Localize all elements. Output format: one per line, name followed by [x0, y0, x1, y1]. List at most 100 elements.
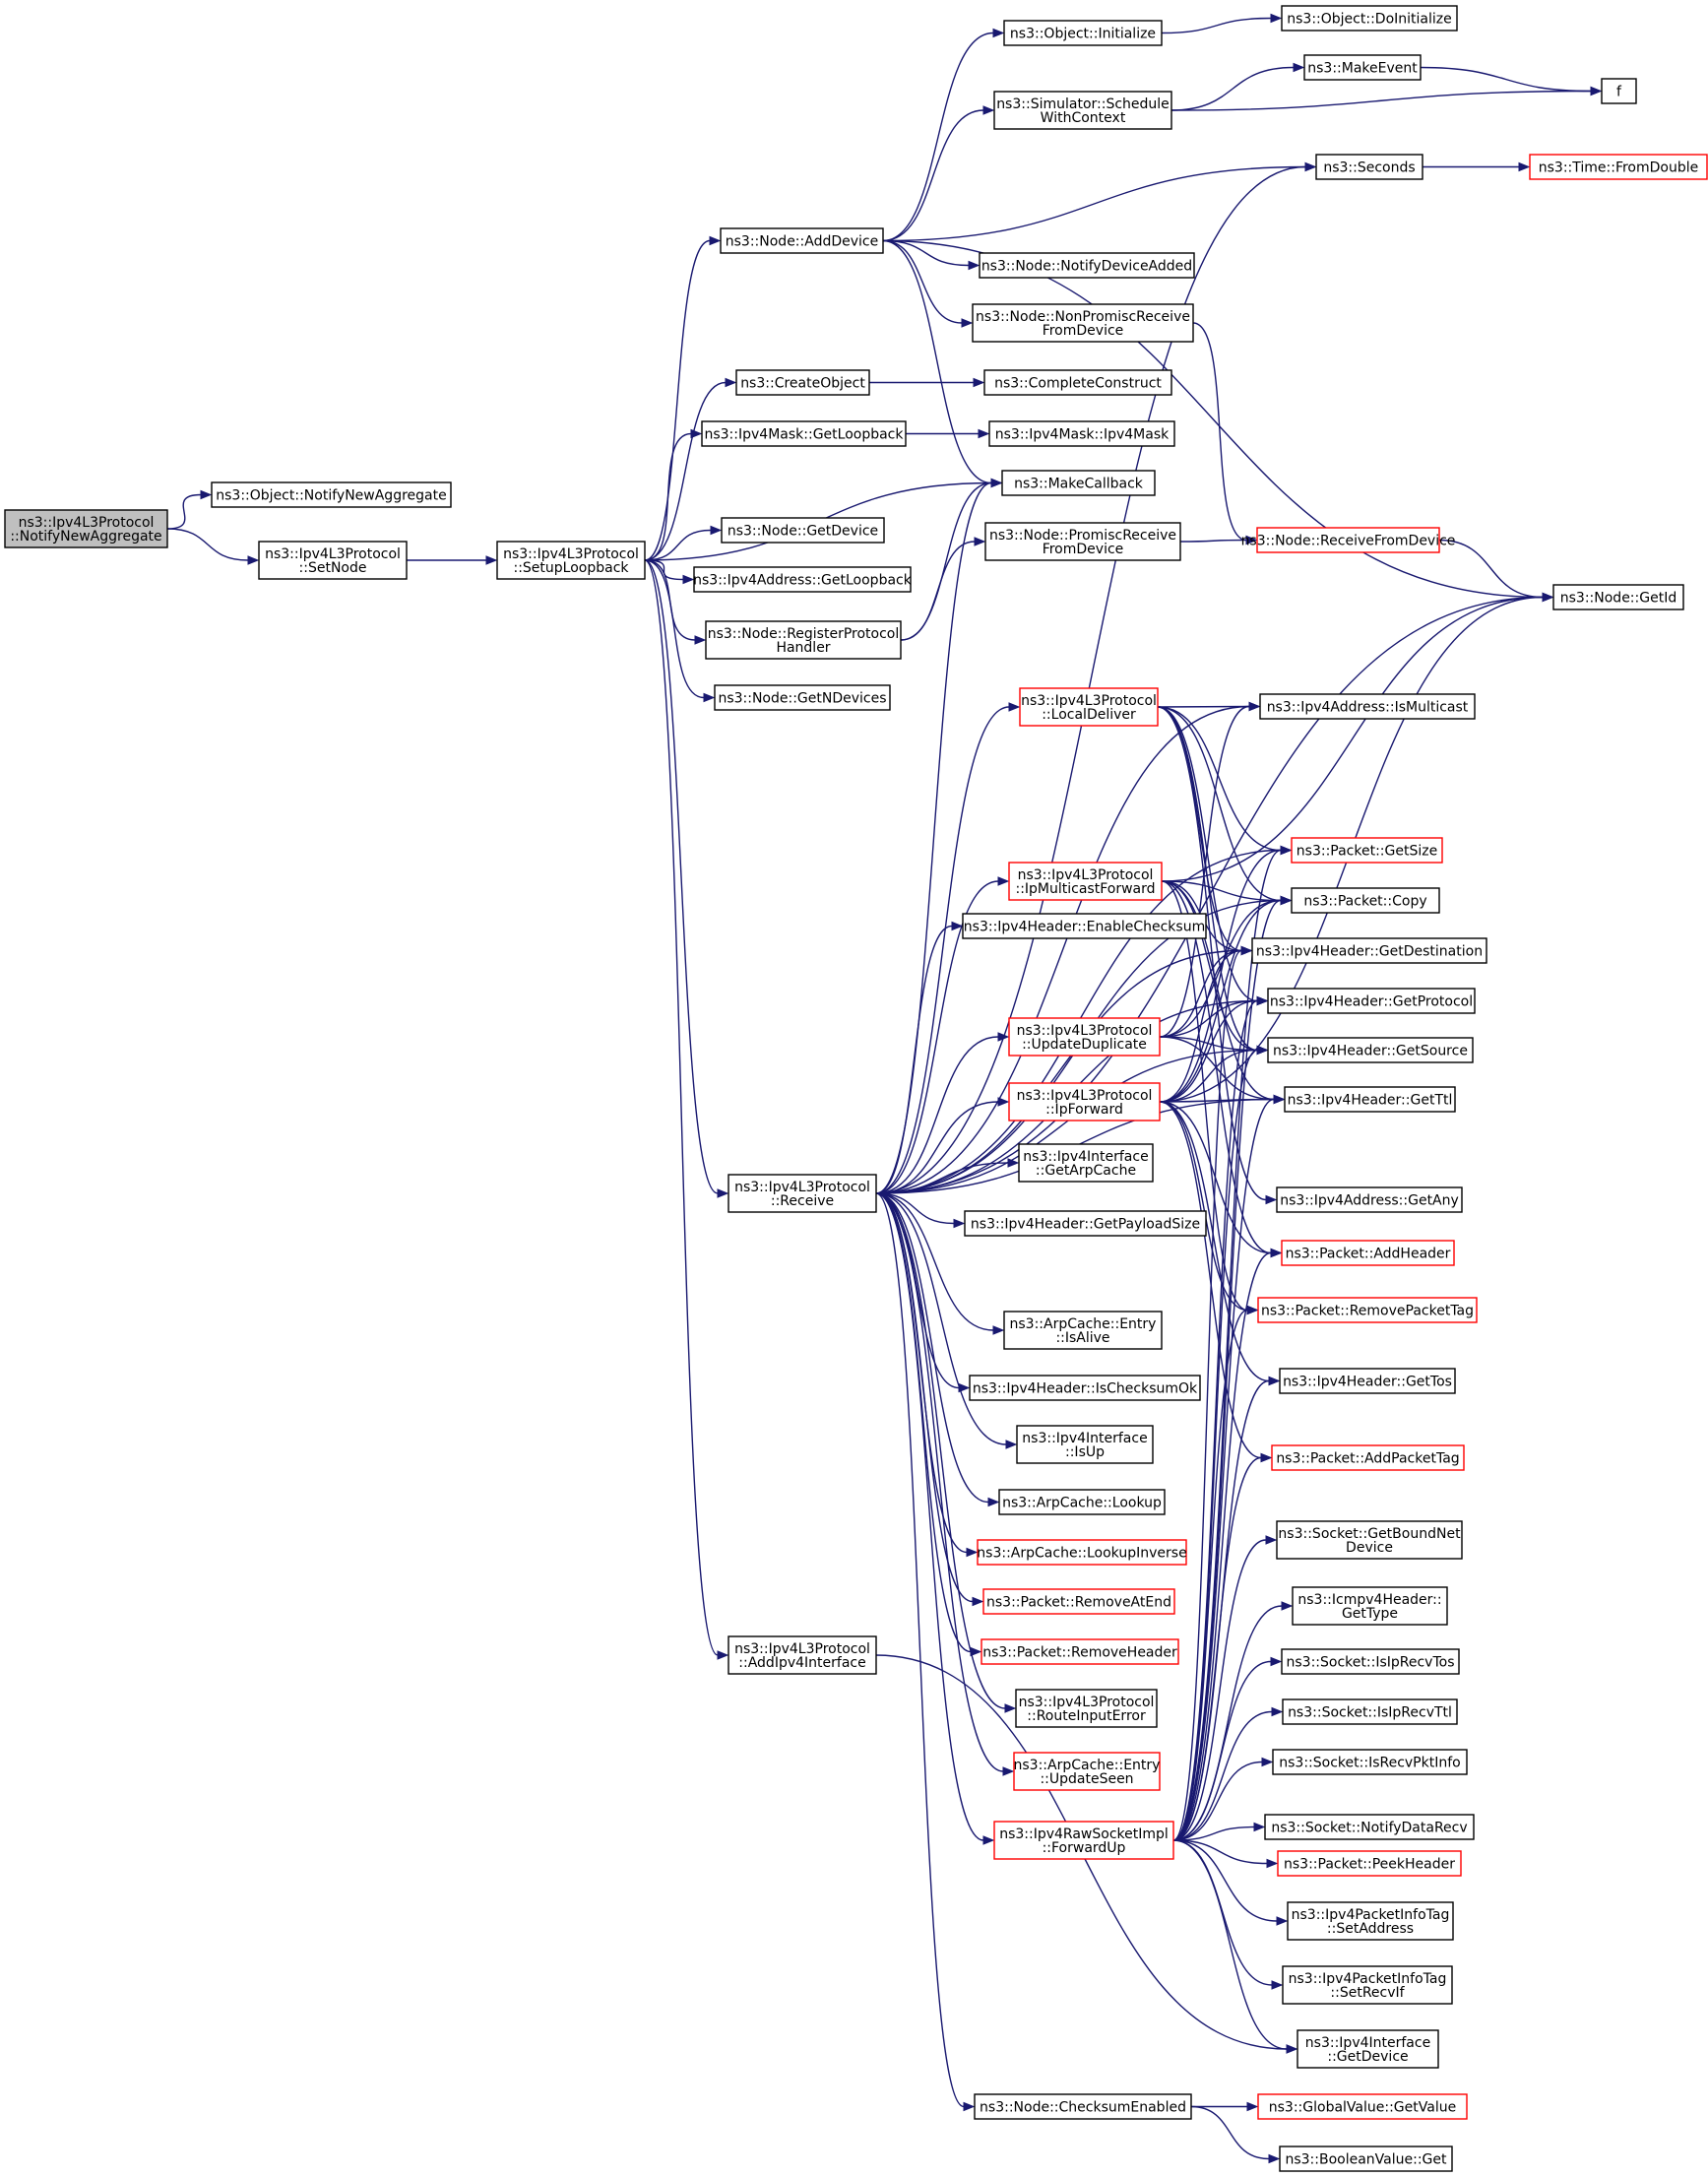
arrow-head-icon [951, 921, 964, 931]
edge-line [1420, 66, 1592, 93]
node-label: ns3::Object::DoInitialize [1287, 12, 1451, 28]
node-makeevent[interactable]: ns3::MakeEvent [1303, 54, 1422, 81]
node-box [1015, 1689, 1158, 1728]
node-bv_get[interactable]: ns3::BooleanValue::Get [1279, 2146, 1453, 2172]
node-rmpkttag[interactable]: ns3::Packet::RemovePacketTag [1257, 1297, 1478, 1323]
node-isiprecvttl[interactable]: ns3::Socket::IsIpRecvTtl [1282, 1698, 1458, 1725]
node-ischecksumok[interactable]: ns3::Ipv4Header::IsChecksumOk [969, 1375, 1201, 1401]
edge-forwardup-to-pit_setaddr [1172, 1839, 1289, 1926]
node-setnode[interactable]: ns3::Ipv4L3Protocol::SetNode [258, 541, 408, 580]
node-isup[interactable]: ns3::Ipv4Interface::IsUp [1016, 1425, 1154, 1464]
node-gv_getvalue[interactable]: ns3::GlobalValue::GetValue [1257, 2093, 1468, 2120]
node-completeconstruct[interactable]: ns3::CompleteConstruct [983, 369, 1172, 396]
node-adddevice[interactable]: ns3::Node::AddDevice [720, 227, 884, 254]
node-box [1291, 887, 1440, 914]
node-pit_setrecvif[interactable]: ns3::Ipv4PacketInfoTag::SetRecvIf [1282, 1965, 1453, 2005]
node-peekheader[interactable]: ns3::Packet::PeekHeader [1277, 1850, 1462, 1877]
node-recvfromdev[interactable]: ns3::Node::ReceiveFromDevice [1241, 527, 1456, 553]
node-forwardup[interactable]: ns3::Ipv4RawSocketImpl::ForwardUp [993, 1821, 1174, 1860]
node-pit_setaddr[interactable]: ns3::Ipv4PacketInfoTag::SetAddress [1287, 1901, 1454, 1941]
node-label: ::SetupLoopback [513, 560, 629, 576]
node-getdevice[interactable]: ns3::Node::GetDevice [721, 517, 885, 544]
node-box [984, 522, 1181, 561]
node-ipmcast[interactable]: ns3::Ipv4L3Protocol::IpMulticastForward [1008, 862, 1163, 901]
node-obj_nna[interactable]: ns3::Object::NotifyNewAggregate [211, 481, 452, 508]
node-box [1281, 5, 1458, 32]
node-notifydatarecv[interactable]: ns3::Socket::NotifyDataRecv [1264, 1814, 1475, 1840]
node-label: ns3::Ipv4L3Protocol [1021, 693, 1157, 709]
node-setuplb[interactable]: ns3::Ipv4L3Protocol::SetupLoopback [496, 541, 646, 580]
arrow-head-icon [982, 1835, 995, 1845]
node-ipv4mask[interactable]: ns3::Ipv4Mask::Ipv4Mask [988, 420, 1175, 447]
node-receive[interactable]: ns3::Ipv4L3Protocol::Receive [727, 1174, 877, 1213]
node-ipforward[interactable]: ns3::Ipv4L3Protocol::IpForward [1008, 1082, 1161, 1121]
node-getttl[interactable]: ns3::Ipv4Header::GetTtl [1284, 1086, 1456, 1113]
node-notifydevadded[interactable]: ns3::Node::NotifyDeviceAdded [979, 252, 1195, 279]
arrow-head-icon [997, 876, 1010, 886]
node-getsource[interactable]: ns3::Ipv4Header::GetSource [1267, 1037, 1474, 1063]
node-enablecs[interactable]: ns3::Ipv4Header::EnableChecksum [962, 913, 1207, 939]
node-getpayload[interactable]: ns3::Ipv4Header::GetPayloadSize [964, 1210, 1207, 1237]
node-icmpgettype[interactable]: ns3::Icmpv4Header::GetType [1292, 1586, 1448, 1626]
node-lookupinv[interactable]: ns3::ArpCache::LookupInverse [977, 1539, 1187, 1566]
node-csenabled[interactable]: ns3::Node::ChecksumEnabled [974, 2093, 1192, 2120]
node-addheader[interactable]: ns3::Packet::AddHeader [1281, 1240, 1455, 1266]
node-label: ns3::Object::Initialize [1010, 27, 1156, 42]
node-obj_init[interactable]: ns3::Object::Initialize [1003, 20, 1163, 46]
edge-line [875, 1162, 1009, 1194]
node-getsize[interactable]: ns3::Packet::GetSize [1291, 837, 1443, 864]
node-obj_doinit[interactable]: ns3::Object::DoInitialize [1281, 5, 1458, 32]
node-lookup[interactable]: ns3::ArpCache::Lookup [998, 1489, 1166, 1515]
node-mask_getlb[interactable]: ns3::Ipv4Mask::GetLoopback [701, 420, 907, 447]
node-addpkttag[interactable]: ns3::Packet::AddPacketTag [1271, 1444, 1465, 1471]
node-rmheader[interactable]: ns3::Packet::RemoveHeader [981, 1638, 1179, 1665]
node-root[interactable]: ns3::Ipv4L3Protocol::NotifyNewAggregate [4, 509, 168, 548]
node-localdeliver[interactable]: ns3::Ipv4L3Protocol::LocalDeliver [1019, 687, 1159, 727]
node-createobject[interactable]: ns3::CreateObject [735, 369, 870, 396]
node-addr_getlb[interactable]: ns3::Ipv4Address::GetLoopback [693, 566, 913, 593]
node-box [727, 1635, 877, 1675]
node-makecallback[interactable]: ns3::MakeCallback [1001, 470, 1156, 496]
node-isrecvpktinfo[interactable]: ns3::Socket::IsRecvPktInfo [1272, 1749, 1468, 1775]
node-getndevices[interactable]: ns3::Node::GetNDevices [714, 684, 891, 711]
edge-line [1159, 1049, 1258, 1103]
node-label: ::IsAlive [1055, 1330, 1109, 1346]
edges-layer [166, 13, 1603, 2164]
node-fromdouble[interactable]: ns3::Time::FromDouble [1529, 154, 1708, 180]
edge-adddevice-to-schedwc [882, 105, 995, 242]
node-getdest[interactable]: ns3::Ipv4Header::GetDestination [1251, 937, 1487, 964]
node-addiface[interactable]: ns3::Ipv4L3Protocol::AddIpv4Interface [727, 1635, 877, 1675]
edge-line [875, 1192, 972, 1653]
node-label: ns3::Ipv4Header::IsChecksumOk [973, 1381, 1198, 1397]
node-copy[interactable]: ns3::Packet::Copy [1291, 887, 1440, 914]
node-gettos[interactable]: ns3::Ipv4Header::GetTos [1279, 1368, 1456, 1394]
node-updateseen[interactable]: ns3::ArpCache::Entry::UpdateSeen [1013, 1752, 1161, 1791]
node-seconds[interactable]: ns3::Seconds [1315, 154, 1423, 180]
node-ismulticast[interactable]: ns3::Ipv4Address::IsMulticast [1259, 693, 1476, 720]
edge-line [1172, 1839, 1268, 1865]
node-label: ns3::Ipv4L3Protocol [1017, 1023, 1153, 1039]
node-f[interactable]: f [1601, 78, 1637, 104]
node-rmatend[interactable]: ns3::Packet::RemoveAtEnd [982, 1588, 1175, 1615]
node-updatedup[interactable]: ns3::Ipv4L3Protocol::UpdateDuplicate [1008, 1017, 1161, 1057]
node-getarpcache[interactable]: ns3::Ipv4Interface::GetArpCache [1018, 1143, 1154, 1183]
node-routeinerr[interactable]: ns3::Ipv4L3Protocol::RouteInputError [1015, 1689, 1158, 1728]
node-box [1282, 1698, 1458, 1725]
node-isalive[interactable]: ns3::ArpCache::Entry::IsAlive [1003, 1311, 1163, 1350]
node-getid[interactable]: ns3::Node::GetId [1552, 584, 1684, 610]
node-label: ns3::Socket::IsIpRecvTtl [1288, 1705, 1452, 1721]
arrow-head-icon [1256, 995, 1269, 1006]
node-isiprecvtos[interactable]: ns3::Socket::IsIpRecvTos [1281, 1648, 1460, 1675]
node-getproto[interactable]: ns3::Ipv4Header::GetProtocol [1267, 988, 1476, 1014]
node-getany[interactable]: ns3::Ipv4Address::GetAny [1276, 1186, 1463, 1213]
node-box [1271, 1444, 1465, 1471]
node-iface_getdev[interactable]: ns3::Ipv4Interface::GetDevice [1297, 2029, 1439, 2069]
node-box [1601, 78, 1637, 104]
edge-receive-to-enablecs [875, 921, 964, 1194]
node-label: ::RouteInputError [1027, 1708, 1146, 1724]
